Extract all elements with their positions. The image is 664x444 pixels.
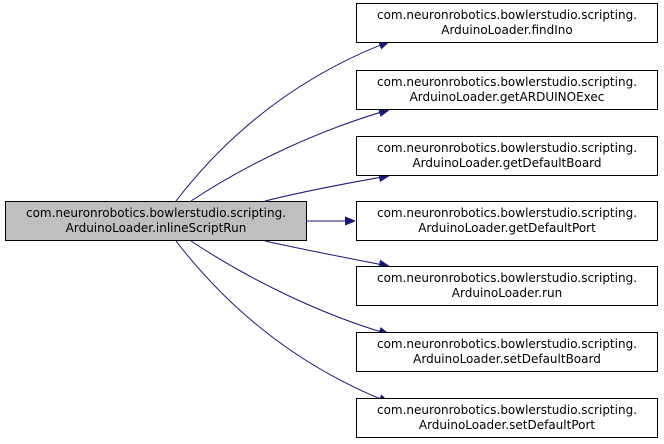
target-node-method: ArduinoLoader.setDefaultBoard — [413, 352, 601, 366]
target-node-package: com.neuronrobotics.bowlerstudio.scriptin… — [376, 75, 638, 89]
source-node-method: ArduinoLoader.inlineScriptRun — [65, 221, 247, 235]
target-node-method: ArduinoLoader.run — [451, 286, 563, 300]
target-node-package: com.neuronrobotics.bowlerstudio.scriptin… — [376, 403, 638, 417]
edge-to-setDefaultBoard — [190, 240, 388, 334]
target-node-method: ArduinoLoader.getDefaultPort — [418, 221, 596, 235]
target-node-package: com.neuronrobotics.bowlerstudio.scriptin… — [376, 141, 638, 155]
edge-to-getARDUINOExec — [190, 110, 388, 202]
target-node-getDefaultBoard[interactable]: com.neuronrobotics.bowlerstudio.scriptin… — [356, 136, 658, 176]
edge-to-setDefaultPort — [175, 240, 388, 402]
edge-to-findIno — [175, 42, 388, 202]
target-node-package: com.neuronrobotics.bowlerstudio.scriptin… — [376, 206, 638, 220]
target-node-package: com.neuronrobotics.bowlerstudio.scriptin… — [376, 337, 638, 351]
source-node-inlineScriptRun[interactable]: com.neuronrobotics.bowlerstudio.scriptin… — [5, 201, 307, 241]
target-node-package: com.neuronrobotics.bowlerstudio.scriptin… — [376, 8, 638, 22]
target-node-findIno[interactable]: com.neuronrobotics.bowlerstudio.scriptin… — [356, 3, 658, 43]
target-node-method: ArduinoLoader.findIno — [441, 23, 573, 37]
target-node-getDefaultPort[interactable]: com.neuronrobotics.bowlerstudio.scriptin… — [356, 201, 658, 241]
target-node-method: ArduinoLoader.setDefaultPort — [418, 418, 596, 432]
target-node-setDefaultPort[interactable]: com.neuronrobotics.bowlerstudio.scriptin… — [356, 398, 658, 438]
target-node-package: com.neuronrobotics.bowlerstudio.scriptin… — [376, 271, 638, 285]
target-node-method: ArduinoLoader.getDefaultBoard — [412, 156, 602, 170]
edge-to-getDefaultBoard — [264, 176, 388, 202]
target-node-run[interactable]: com.neuronrobotics.bowlerstudio.scriptin… — [356, 266, 658, 306]
target-node-setDefaultBoard[interactable]: com.neuronrobotics.bowlerstudio.scriptin… — [356, 332, 658, 372]
source-node-package: com.neuronrobotics.bowlerstudio.scriptin… — [25, 206, 287, 220]
edge-to-run — [264, 240, 388, 266]
target-node-getARDUINOExec[interactable]: com.neuronrobotics.bowlerstudio.scriptin… — [356, 70, 658, 110]
target-node-method: ArduinoLoader.getARDUINOExec — [409, 90, 605, 104]
